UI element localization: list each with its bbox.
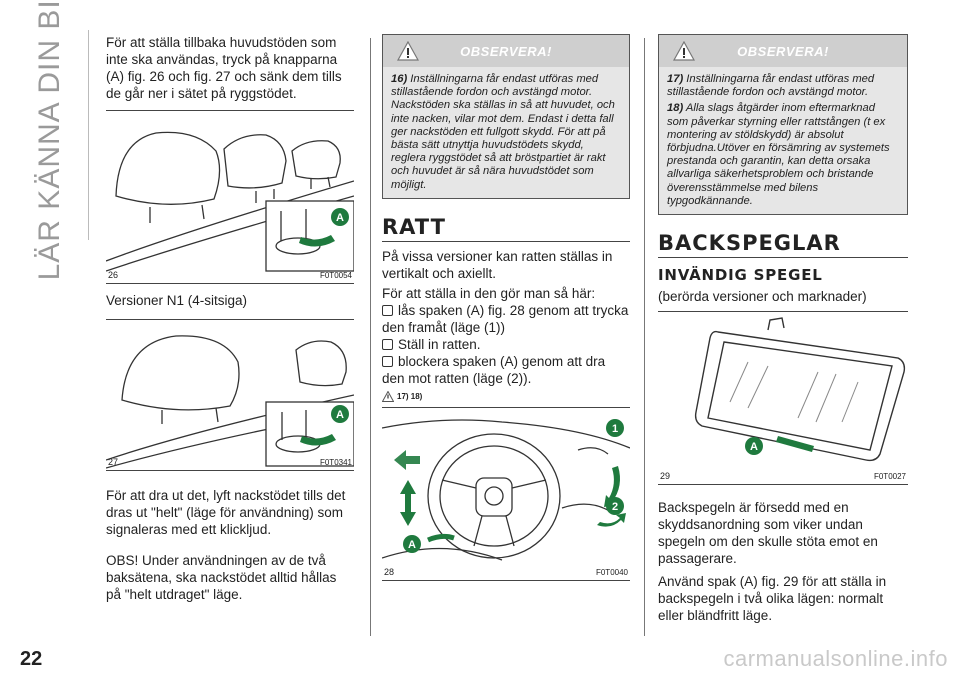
steering-wheel-illustration: 1 2 A — [381, 418, 631, 561]
heading-rule — [382, 240, 630, 242]
subheading-invandig-spegel: INVÄNDIG SPEGEL — [658, 266, 823, 285]
pull-paragraph: För att dra ut det, lyft nackstödet till… — [106, 488, 346, 537]
obs-paragraph: OBS! Under användningen av de två baksät… — [106, 553, 337, 602]
column-3: OBSERVERA! 17) Inställningarna får endas… — [658, 34, 908, 624]
note-17: 17) Inställningarna får endast utföras m… — [667, 73, 899, 99]
warning-icon — [673, 41, 695, 61]
step-3-text: blockera spaken (A) genom att dra den mo… — [382, 353, 606, 386]
headrest-illustration-26: A — [105, 131, 355, 272]
warning-icon — [397, 41, 419, 61]
column-divider — [644, 38, 645, 636]
warning-header: OBSERVERA! — [659, 35, 907, 67]
figure-27: A 27 F0T0341 — [105, 319, 355, 471]
warning-title: OBSERVERA! — [460, 44, 552, 59]
column-1: För att ställa tillbaka huvudstöden som … — [105, 34, 355, 603]
checkbox-bullet-icon — [382, 355, 393, 367]
callout-a-27: A — [336, 409, 344, 421]
warning-title: OBSERVERA! — [737, 44, 829, 59]
callout-a-28: A — [408, 539, 416, 551]
checkbox-bullet-icon — [382, 304, 393, 316]
note-number: 18) — [667, 102, 684, 115]
ratt-paragraph-1: På vissa versioner kan ratten ställas in… — [382, 248, 613, 281]
side-title-rule — [88, 30, 89, 240]
figure-number: 26 — [108, 270, 119, 280]
figure-29: A 29 F0T0027 — [658, 311, 908, 486]
figure-number: 28 — [384, 566, 395, 577]
note-text: Inställningarna får endast utföras med s… — [391, 73, 615, 191]
figure-code: F0T0027 — [873, 472, 906, 482]
mirror-paragraph-1: Backspegeln är försedd med en skyddsanor… — [658, 500, 878, 567]
section-side-title: LÄR KÄNNA DIN BIL — [22, 0, 78, 280]
figure-26: A 26 F0T0054 — [105, 110, 355, 284]
callout-a-29: A — [750, 441, 758, 453]
section-heading-backspeglar: BACKSPEGLAR — [658, 231, 841, 256]
checkbox-bullet-icon — [382, 338, 393, 350]
intro-paragraph: För att ställa tillbaka huvudstöden som … — [106, 35, 342, 101]
figure-number: 27 — [108, 457, 119, 467]
callout-2: 2 — [612, 501, 618, 513]
note-text: Alla slags åtgärder inom eftermarknad so… — [667, 102, 890, 207]
note-refs-text: 17) 18) — [397, 391, 423, 401]
versions-label: Versioner N1 (4-sitsiga) — [106, 293, 248, 308]
figure-code: F0T0341 — [319, 458, 352, 467]
note-number: 17) — [667, 73, 684, 85]
heading-rule — [658, 257, 908, 259]
warning-body: 16) Inställningarna får endast utföras m… — [383, 67, 629, 198]
side-title-text: LÄR KÄNNA DIN BIL — [33, 0, 66, 280]
column-2: OBSERVERA! 16) Inställningarna får endas… — [381, 34, 631, 581]
mirror-illustration: A — [694, 317, 906, 462]
page-number: 22 — [20, 648, 43, 670]
note-text: Inställningarna får endast utföras med s… — [667, 73, 875, 99]
section-heading-ratt: RATT — [382, 214, 446, 239]
figure-number: 29 — [660, 471, 671, 482]
note-18: 18) Alla slags åtgärder inom eftermarkna… — [667, 102, 899, 208]
callout-a-26: A — [336, 212, 344, 224]
step-1: lås spaken (A) fig. 28 genom att trycka … — [382, 302, 630, 336]
headrest-illustration-27: A — [105, 335, 355, 469]
warning-body: 17) Inställningarna får endast utföras m… — [659, 67, 907, 214]
ratt-paragraph-2: För att ställa in den gör man så här: — [382, 285, 596, 301]
mirror-paragraph-2: Använd spak (A) fig. 29 för att ställa i… — [658, 574, 887, 624]
callout-1: 1 — [612, 423, 618, 435]
figure-code: F0T0054 — [319, 271, 352, 280]
figure-code: F0T0040 — [595, 567, 628, 577]
note-refs: 17) 18) — [382, 390, 630, 405]
note-number: 16) — [391, 73, 408, 85]
sub-note: (berörda versioner och marknader) — [658, 289, 867, 305]
warning-header: OBSERVERA! — [383, 35, 629, 67]
column-divider — [370, 38, 371, 636]
step-3: blockera spaken (A) genom att dra den mo… — [382, 353, 630, 387]
warning-small-icon — [382, 390, 394, 402]
step-2-text: Ställ in ratten. — [398, 336, 481, 352]
figure-28: 1 2 A 28 F0T0040 — [381, 406, 631, 581]
warning-box-2: OBSERVERA! 17) Inställningarna får endas… — [658, 34, 908, 216]
watermark: carmanualsonline.info — [723, 646, 948, 671]
step-2: Ställ in ratten. — [382, 336, 630, 353]
warning-box-1: OBSERVERA! 16) Inställningarna får endas… — [382, 34, 630, 199]
step-1-text: lås spaken (A) fig. 28 genom att trycka … — [382, 302, 629, 335]
